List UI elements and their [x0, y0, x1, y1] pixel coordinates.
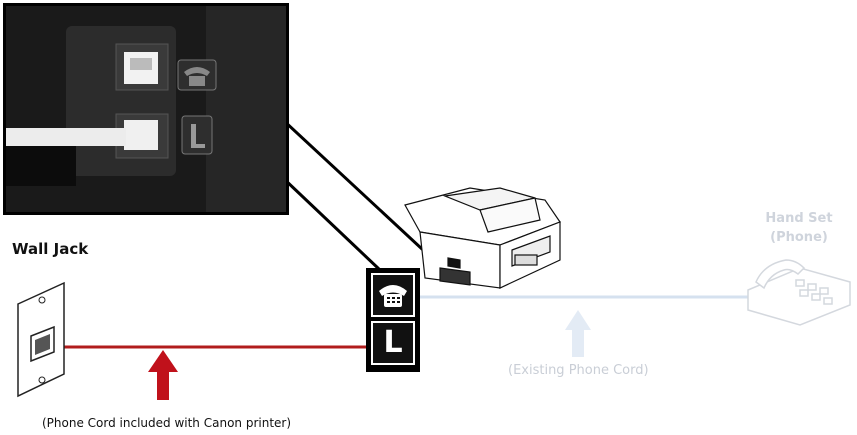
port-closeup-photo [3, 3, 289, 215]
line-port-icon [181, 115, 213, 155]
telephone-port-label [371, 273, 415, 317]
up-arrow-icon [565, 310, 591, 357]
handset-title: Hand Set (Phone) [754, 209, 844, 247]
handset-title-line1: Hand Set [765, 211, 833, 226]
wall-jack-icon [17, 281, 65, 398]
telephone-icon [379, 285, 407, 307]
handset-phone-icon [747, 259, 851, 326]
line-port-label: L [371, 321, 415, 365]
port-labels: L [366, 268, 420, 372]
telephone-icon [177, 59, 217, 91]
up-arrow-icon [148, 350, 178, 400]
included-cord-label: (Phone Cord included with Canon printer) [42, 416, 292, 430]
callout-line-lower [281, 176, 382, 272]
handset-title-line2: (Phone) [770, 230, 828, 245]
wall-jack-title: Wall Jack [12, 240, 89, 258]
line-port-letter: L [383, 325, 403, 360]
existing-cord-label: (Existing Phone Cord) [508, 363, 649, 378]
printer-icon [404, 187, 561, 289]
